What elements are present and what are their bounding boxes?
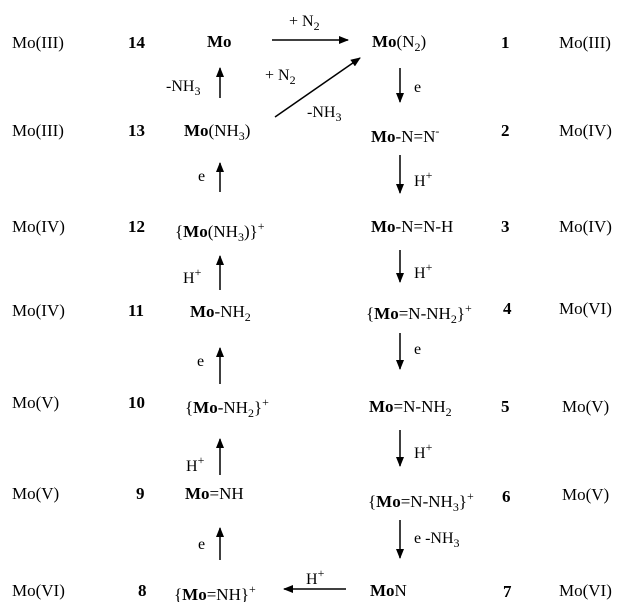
ox-state-14: Mo(III) bbox=[12, 33, 64, 52]
arrow-label-e-4-5: e bbox=[414, 341, 422, 358]
species-3: Mo-N=N-H bbox=[371, 217, 454, 236]
number-14: 14 bbox=[128, 33, 145, 52]
arrow-13-to-1 bbox=[274, 57, 361, 118]
arrow-label-e-1-2: e bbox=[414, 79, 422, 96]
arrow-label-n2-diag: + N2 bbox=[265, 67, 296, 87]
arrow-label-h-3-4: H+ bbox=[414, 260, 433, 282]
species-14: Mo bbox=[207, 32, 232, 51]
species-4: {Mo=N-NH2}+ bbox=[366, 301, 472, 326]
ox-state-9: Mo(V) bbox=[12, 484, 60, 503]
arrow-label-nh3-diag: -NH3 bbox=[307, 104, 342, 124]
species-11: Mo-NH2 bbox=[190, 302, 251, 324]
species-6: {Mo=N-NH3}+ bbox=[368, 489, 474, 514]
species-5: Mo=N-NH2 bbox=[369, 397, 452, 419]
species-9: Mo=NH bbox=[185, 484, 244, 503]
species-2: Mo-N=N- bbox=[371, 124, 440, 146]
arrow-label-h-9-10: H+ bbox=[186, 453, 205, 475]
ox-state-8: Mo(VI) bbox=[12, 581, 65, 600]
number-10: 10 bbox=[128, 393, 145, 412]
number-6: 6 bbox=[502, 487, 511, 506]
ox-state-5: Mo(V) bbox=[562, 397, 610, 416]
ox-state-2: Mo(IV) bbox=[559, 121, 612, 140]
species-12: {Mo(NH3)}+ bbox=[175, 219, 265, 244]
number-1: 1 bbox=[501, 33, 510, 52]
number-12: 12 bbox=[128, 217, 145, 236]
number-11: 11 bbox=[128, 301, 145, 320]
species-13: Mo(NH3) bbox=[184, 121, 251, 143]
arrow-label-h-5-6: H+ bbox=[414, 440, 433, 462]
number-5: 5 bbox=[501, 397, 510, 416]
number-13: 13 bbox=[128, 121, 145, 140]
arrow-label-e-8-9: e bbox=[198, 536, 206, 553]
ox-state-3: Mo(IV) bbox=[559, 217, 612, 236]
arrow-label-h-11-12: H+ bbox=[183, 265, 202, 287]
ox-state-12: Mo(IV) bbox=[12, 217, 65, 236]
arrow-label-h-2-3: H+ bbox=[414, 168, 433, 190]
arrow-label-h-7-8: H+ bbox=[306, 566, 325, 588]
species-7: MoN bbox=[370, 581, 407, 600]
arrow-label-e-6-7: e -NH3 bbox=[414, 530, 460, 550]
arrow-label-e-10-11: e bbox=[197, 353, 205, 370]
number-9: 9 bbox=[136, 484, 145, 503]
ox-state-11: Mo(IV) bbox=[12, 301, 65, 320]
number-2: 2 bbox=[501, 121, 510, 140]
arrow-label-e-12-13: e bbox=[198, 168, 206, 185]
ox-state-13: Mo(III) bbox=[12, 121, 64, 140]
number-7: 7 bbox=[503, 582, 512, 601]
species-1: Mo(N2) bbox=[372, 32, 427, 54]
arrow-label-nh3-left: -NH3 bbox=[166, 78, 201, 98]
arrow-label-n2: + N2 bbox=[289, 13, 320, 33]
ox-state-10: Mo(V) bbox=[12, 393, 60, 412]
ox-state-4: Mo(VI) bbox=[559, 299, 612, 318]
number-4: 4 bbox=[503, 299, 512, 318]
ox-state-6: Mo(V) bbox=[562, 485, 610, 504]
species-8: {Mo=NH}+ bbox=[174, 582, 256, 602]
number-8: 8 bbox=[138, 581, 147, 600]
ox-state-1: Mo(III) bbox=[559, 33, 611, 52]
species-10: {Mo-NH2}+ bbox=[185, 395, 269, 420]
ox-state-7: Mo(VI) bbox=[559, 581, 612, 600]
number-3: 3 bbox=[501, 217, 510, 236]
